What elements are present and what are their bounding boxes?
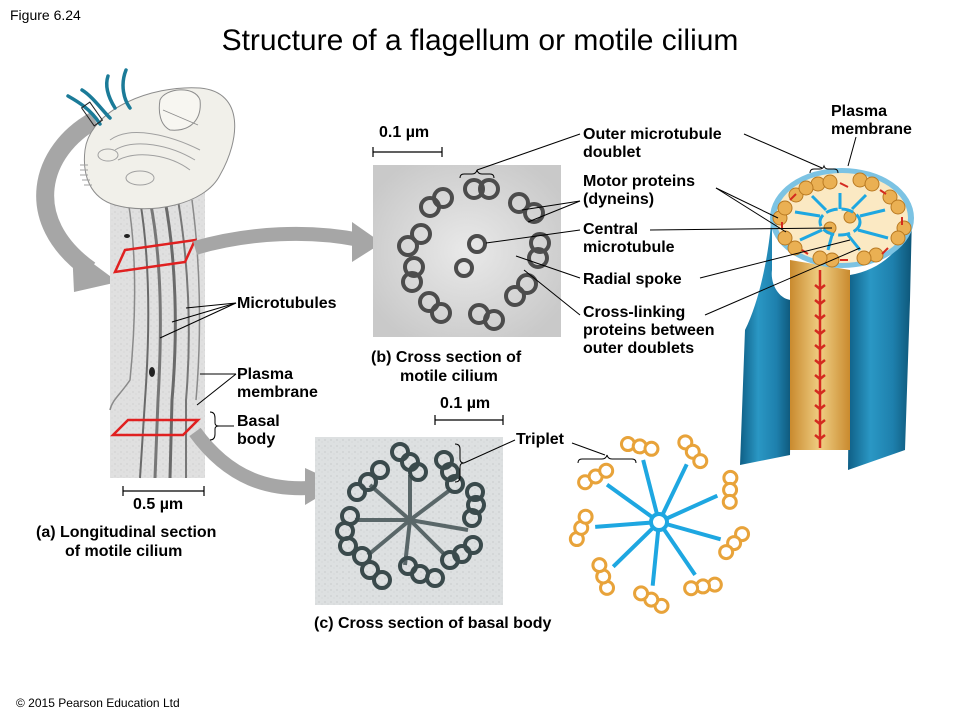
label-line: proteins between	[583, 322, 715, 339]
micrograph-cross-section-b	[373, 165, 561, 337]
caption-line: motile cilium	[400, 368, 498, 385]
central-hub	[649, 512, 669, 532]
radial-spoke	[658, 520, 722, 542]
label-line: outer doublets	[583, 340, 695, 357]
label-line: Basal	[237, 413, 280, 430]
radial-spoke	[658, 493, 719, 524]
arrow-to-cross-section-b	[193, 222, 382, 262]
label-plasma-membrane-b: Plasma membrane	[831, 103, 912, 139]
triplet-microtubule	[721, 493, 738, 510]
label-triplet: Triplet	[516, 431, 565, 448]
label-line: Plasma	[831, 103, 888, 120]
label-radial-spoke: Radial spoke	[583, 271, 682, 288]
label-line: microtubule	[583, 239, 675, 256]
leader-lines-c	[454, 439, 637, 483]
triplet-microtubule	[692, 453, 709, 470]
triplet-microtubule	[577, 508, 594, 525]
scale-bar-b	[372, 147, 443, 157]
micrograph-basal-body-c	[315, 437, 503, 605]
radial-spoke	[605, 483, 661, 524]
scale-label-b: 0.1 µm	[379, 124, 430, 141]
label-plasma-membrane-a: Plasma membrane	[237, 366, 318, 402]
label-microtubules: Microtubules	[237, 295, 337, 312]
scale-bar-c	[434, 415, 504, 425]
section-plane-upper	[112, 238, 198, 274]
caption-c: (c) Cross section of basal body	[314, 615, 552, 632]
figure-title: Structure of a flagellum or motile ciliu…	[221, 24, 739, 57]
triplet-microtubule	[591, 557, 608, 574]
label-motor-proteins: Motor proteins (dyneins)	[583, 173, 695, 209]
label-line: Cross-linking	[583, 304, 686, 321]
caption-line: (b) Cross section of	[371, 349, 522, 366]
label-basal-body: Basal body	[237, 413, 280, 449]
leader-lines-cylinder	[649, 133, 861, 316]
triplet-microtubule	[718, 544, 735, 561]
caption-line: (a) Longitudinal section	[36, 524, 217, 541]
label-line: (dyneins)	[583, 191, 655, 208]
radial-spoke	[641, 459, 661, 523]
radial-spoke	[657, 520, 697, 576]
label-cross-linking-proteins: Cross-linking proteins between outer dou…	[583, 304, 715, 358]
leader-lines-b	[459, 133, 581, 316]
label-central-microtubule: Central microtubule	[583, 221, 675, 257]
scale-label-a: 0.5 µm	[133, 496, 184, 513]
copyright: © 2015 Pearson Education Ltd	[16, 696, 180, 710]
basal-body-schematic	[568, 434, 751, 614]
label-line: body	[237, 431, 276, 448]
radial-spoke	[611, 520, 661, 569]
leader-lines-a	[159, 302, 237, 441]
micrograph-longitudinal	[109, 180, 205, 479]
flagella-icon	[66, 68, 132, 126]
radial-spoke	[657, 463, 689, 523]
scale-bar-a	[122, 486, 205, 496]
label-line: membrane	[237, 384, 318, 401]
triplet-microtubule	[683, 580, 700, 597]
label-line: doublet	[583, 144, 641, 161]
label-outer-doublet: Outer microtubule doublet	[583, 126, 722, 162]
radial-spoke	[595, 520, 660, 529]
label-line: Plasma	[237, 366, 294, 383]
radial-spoke	[650, 521, 661, 586]
caption-line: of motile cilium	[65, 543, 183, 560]
caption-a: (a) Longitudinal section of motile ciliu…	[36, 523, 216, 561]
section-plane-lower	[109, 418, 202, 437]
selection-box	[80, 101, 104, 127]
triplet-microtubule	[633, 585, 650, 602]
cell-illustration	[80, 87, 236, 210]
label-line: Central	[583, 221, 639, 238]
triplet-microtubule	[643, 440, 660, 457]
label-line: Motor proteins	[583, 173, 695, 190]
triplet-microtubule	[598, 462, 615, 479]
label-line: Outer microtubule	[583, 126, 722, 143]
label-line: membrane	[831, 121, 912, 138]
arrow-cell-to-section	[36, 112, 118, 292]
cilium-3d-model	[740, 168, 914, 470]
caption-b: (b) Cross section of motile cilium	[371, 348, 521, 386]
figure-number: Figure 6.24	[10, 7, 81, 23]
scale-label-c: 0.1 µm	[440, 395, 491, 412]
